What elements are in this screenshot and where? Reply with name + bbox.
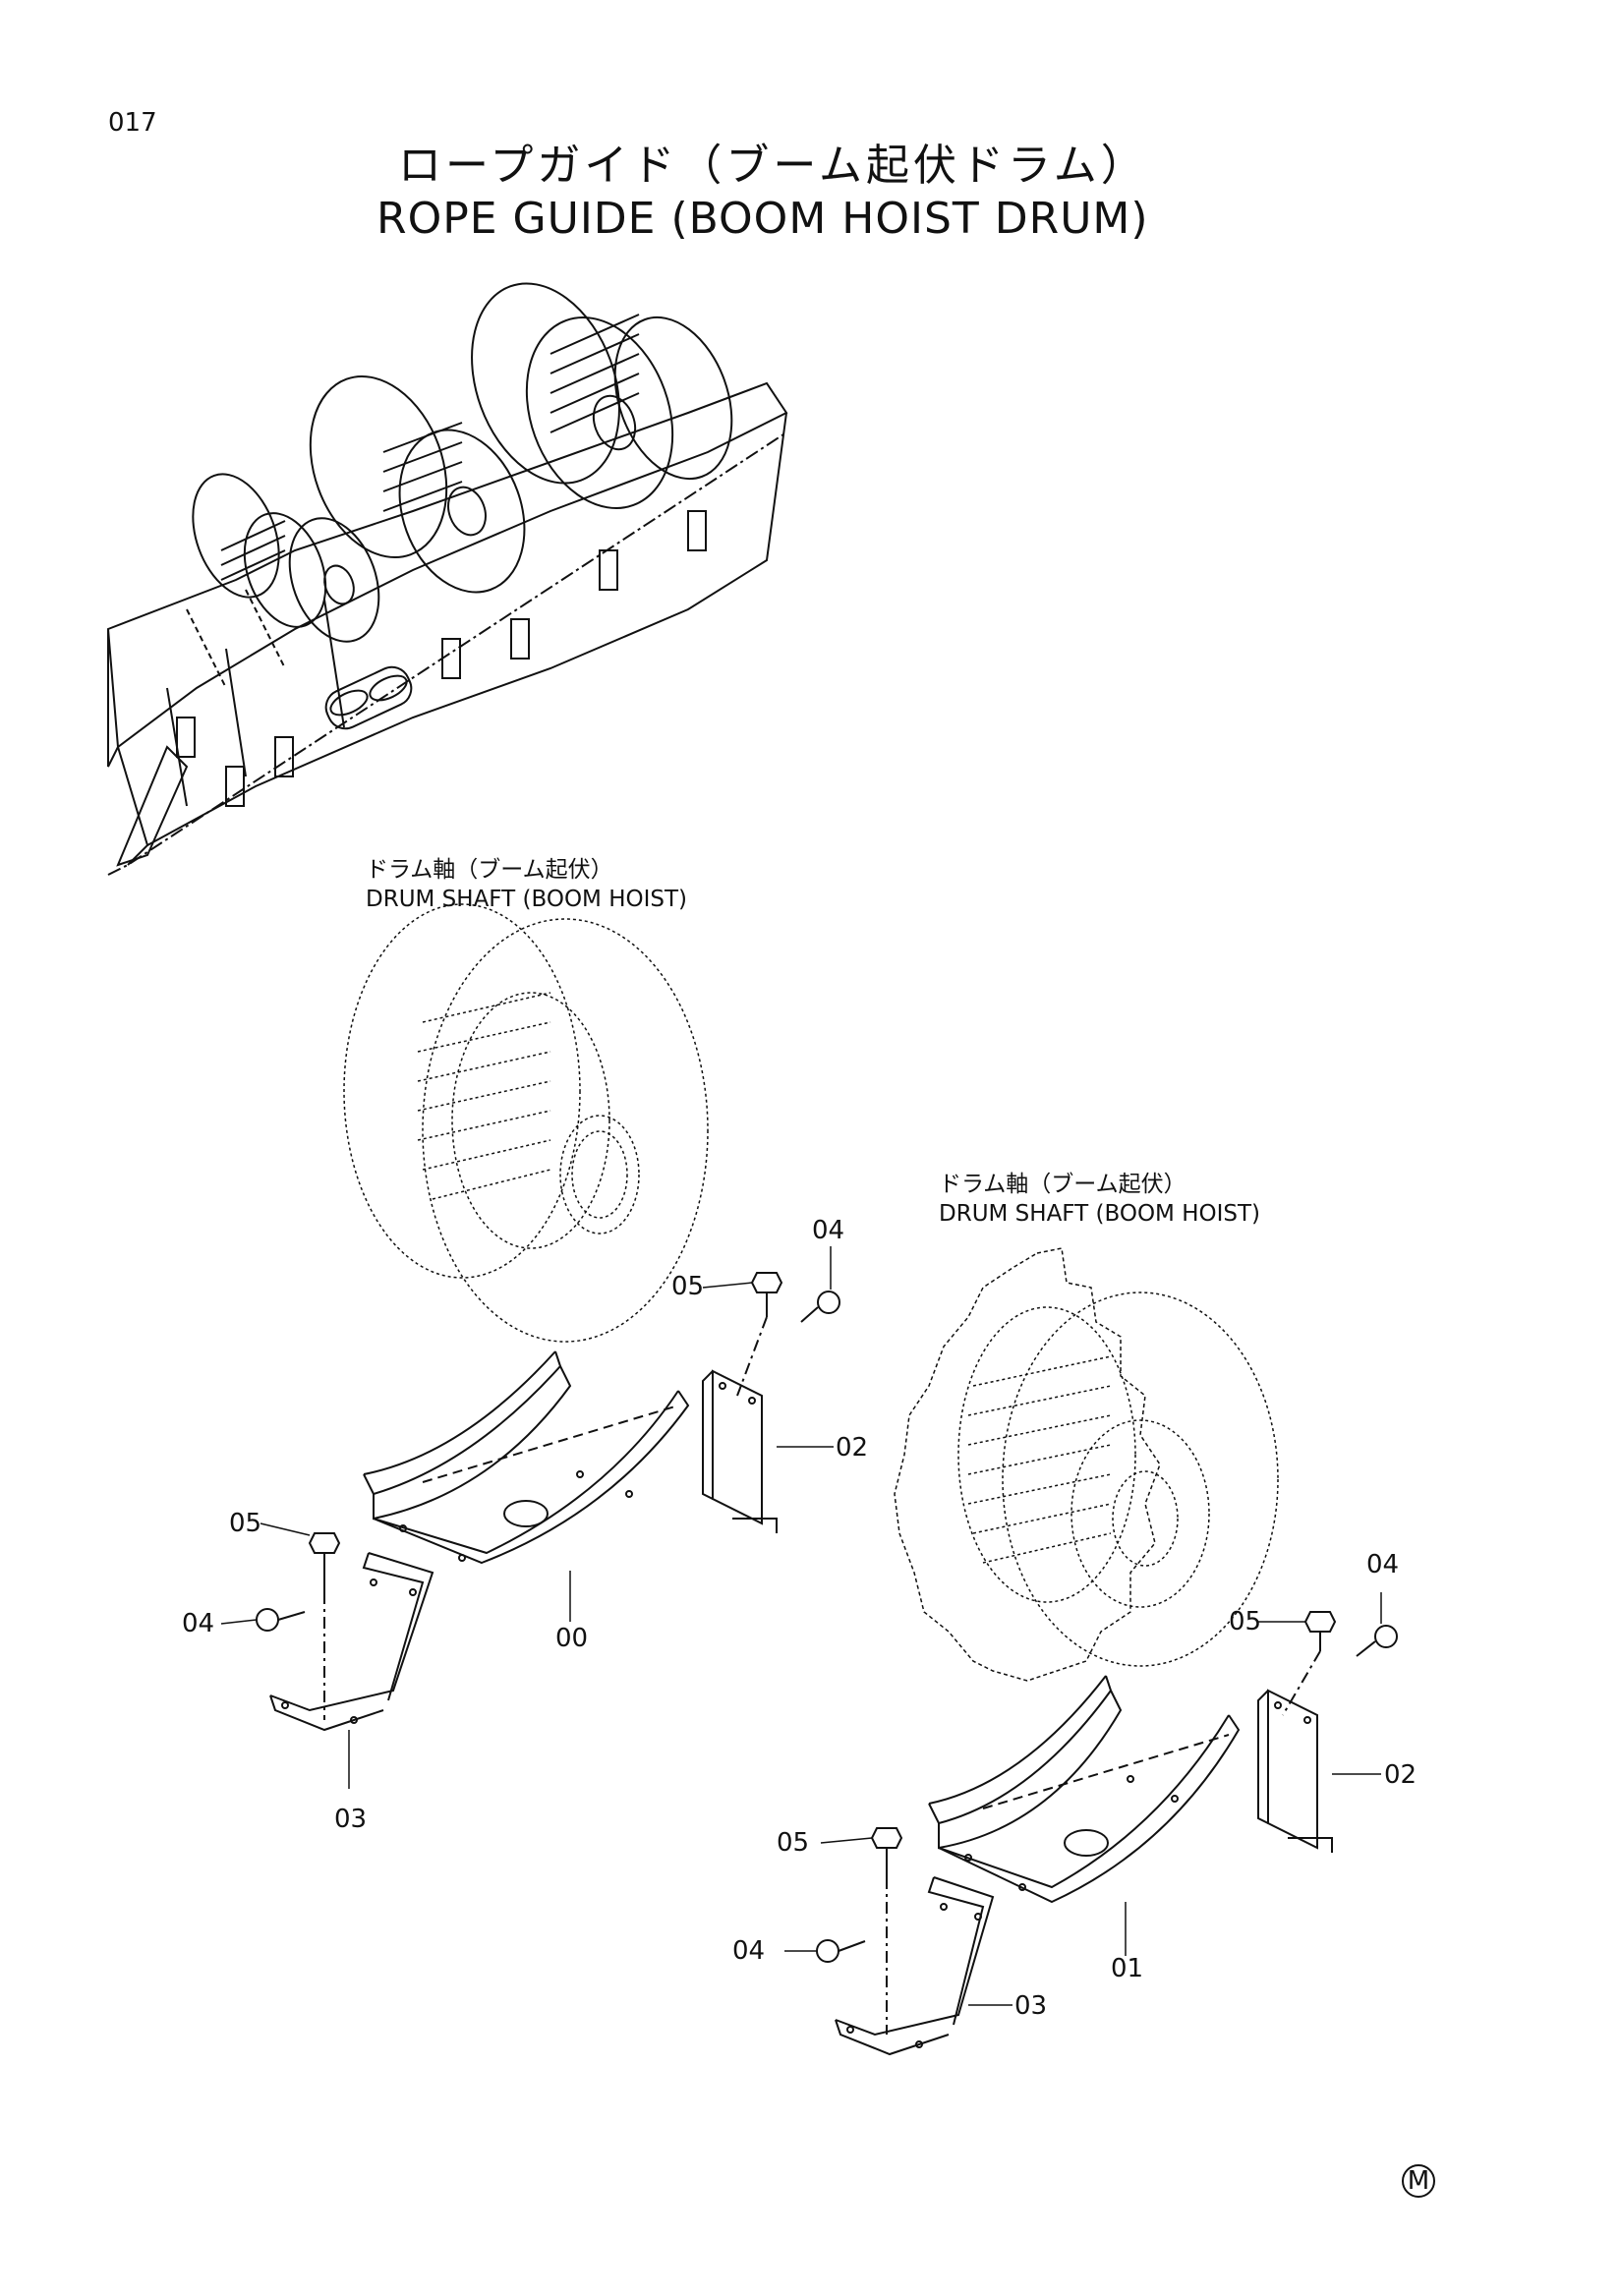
callout-05-left-bottom: 05 (229, 1509, 262, 1538)
caption-jp: ドラム軸（ブーム起伏） (366, 857, 613, 883)
callout-05-right-bottom: 05 (777, 1828, 810, 1858)
rope-guide-right-drawing (816, 1611, 1398, 2056)
callout-05-right-top: 05 (1229, 1607, 1262, 1636)
callout-04-right-bottom: 04 (732, 1936, 766, 1966)
drum-left-drawing (343, 903, 709, 1343)
caption-en: DRUM SHAFT (BOOM HOIST) (939, 1201, 1261, 1227)
drum-right-drawing (894, 1247, 1279, 1682)
callout-03-right: 03 (1014, 1991, 1048, 2021)
circled-m-mark: M (1402, 2164, 1435, 2198)
page-number: 017 (108, 108, 157, 138)
drum-shaft-caption-left: ドラム軸（ブーム起伏） DRUM SHAFT (BOOM HOIST) (366, 855, 687, 914)
caption-jp: ドラム軸（ブーム起伏） (939, 1172, 1186, 1197)
page-title-japanese: ロープガイド（ブーム起伏ドラム） (398, 141, 1148, 191)
callout-05-left-top: 05 (671, 1272, 705, 1301)
rope-guide-left-drawing (256, 1272, 840, 1732)
callout-04-right-top: 04 (1366, 1550, 1400, 1579)
callout-02-right: 02 (1384, 1760, 1418, 1790)
callout-02-left: 02 (836, 1433, 869, 1463)
callout-03-left: 03 (334, 1805, 368, 1834)
callout-leader-lines (220, 1246, 1382, 2006)
callout-04-left-top: 04 (812, 1216, 845, 1245)
overview-assembly-drawing (106, 282, 788, 876)
drum-shaft-caption-right: ドラム軸（ブーム起伏） DRUM SHAFT (BOOM HOIST) (939, 1170, 1260, 1229)
caption-en: DRUM SHAFT (BOOM HOIST) (366, 887, 688, 912)
callout-04-left-bottom: 04 (182, 1609, 215, 1638)
page-title-english: ROPE GUIDE (BOOM HOIST DRUM) (376, 194, 1149, 244)
callout-00: 00 (555, 1624, 589, 1653)
callout-01: 01 (1111, 1954, 1144, 1983)
